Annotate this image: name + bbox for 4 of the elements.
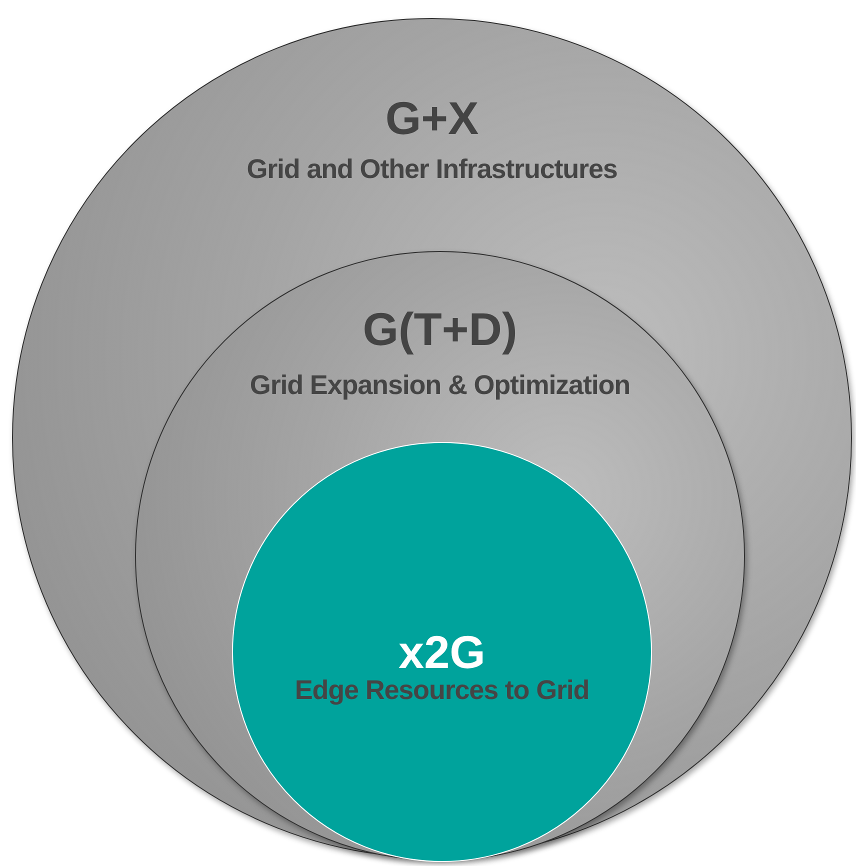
circle-subtitle: Grid Expansion & Optimization	[250, 370, 630, 401]
circle-subtitle: Grid and Other Infrastructures	[246, 154, 618, 185]
circle-title: G+X	[385, 91, 479, 145]
circle-title: G(T+D)	[362, 302, 518, 356]
